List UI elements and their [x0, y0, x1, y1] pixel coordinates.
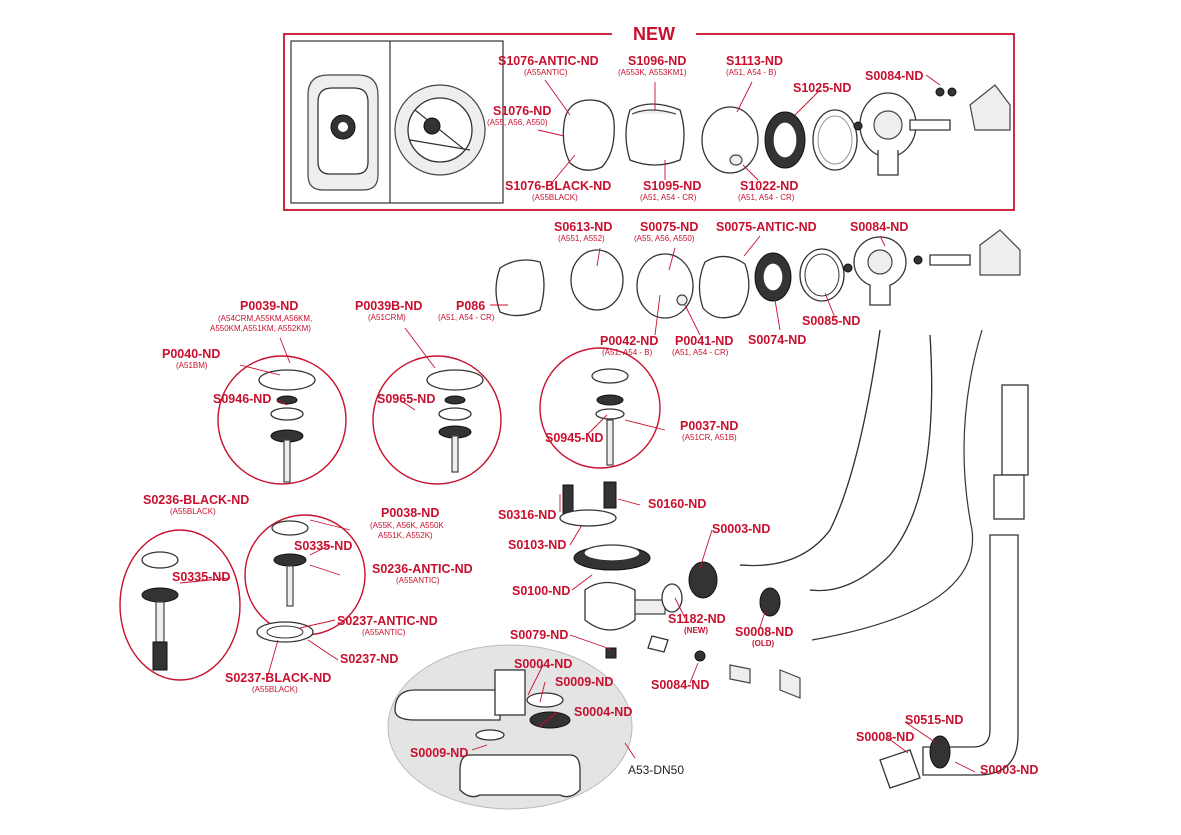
- label-s0946: S0946-ND: [213, 392, 271, 406]
- label-p0042: P0042-ND: [600, 334, 658, 348]
- label-s0160: S0160-ND: [648, 497, 706, 511]
- label-s0236-black: S0236-BLACK-ND: [143, 493, 249, 507]
- label-s0008-mid: S0008-ND: [735, 625, 793, 639]
- label-p086-sub: (A51, A54 - CR): [438, 313, 495, 322]
- label-s1113: S1113-ND: [726, 54, 783, 68]
- plug-assemblies: [141, 368, 629, 671]
- label-s0004-a: S0004-ND: [514, 657, 572, 671]
- label-s0074: S0074-ND: [748, 333, 806, 347]
- label-s0075: S0075-ND: [640, 220, 698, 234]
- label-p0039-sub1: (A54CRM,A55KM,A56KM,: [218, 314, 312, 323]
- label-s0335-a: S0335-ND: [294, 539, 352, 553]
- hoses: [739, 329, 1029, 789]
- label-s0237: S0237-ND: [340, 652, 398, 666]
- label-p0039b-sub: (A51CRM): [368, 313, 406, 322]
- label-p0038: P0038-ND: [381, 506, 439, 520]
- new-title: NEW: [633, 24, 675, 44]
- label-s0236-black-sub: (A55BLACK): [170, 507, 216, 516]
- label-s0079: S0079-ND: [510, 628, 568, 642]
- label-s0008-low: S0008-ND: [856, 730, 914, 744]
- label-s0084-mid: S0084-ND: [850, 220, 908, 234]
- label-s0335-b: S0335-ND: [172, 570, 230, 584]
- label-s1076-antic: S1076-ANTIC-ND: [498, 54, 599, 68]
- assembly-circles: [119, 347, 661, 681]
- label-p0040-sub: (A51BM): [176, 361, 208, 370]
- label-s0084-top: S0084-ND: [865, 69, 923, 83]
- label-s1022: S1022-ND: [740, 179, 798, 193]
- label-s0316: S0316-ND: [498, 508, 556, 522]
- square-knob-detail: [307, 74, 379, 191]
- label-s0100: S0100-ND: [512, 584, 570, 598]
- label-a53: A53-DN50: [628, 763, 684, 777]
- label-s0965: S0965-ND: [377, 392, 435, 406]
- label-p0039-sub2: A550KM,A551KM, A552KM): [210, 324, 311, 333]
- label-s1182-sub: (NEW): [684, 626, 708, 635]
- label-s1076-antic-sub: (A55ANTIC): [524, 68, 568, 77]
- new-row-parts: [562, 84, 1011, 176]
- label-s0237-antic: S0237-ANTIC-ND: [337, 614, 438, 628]
- round-knob-detail: [394, 84, 486, 176]
- label-s1076-black: S1076-BLACK-ND: [505, 179, 611, 193]
- label-p0038-sub1: (A55K, A56K, A550K: [370, 521, 444, 530]
- label-s0009-a: S0009-ND: [555, 675, 613, 689]
- label-s1096: S1096-ND: [628, 54, 686, 68]
- label-s1096-sub: (A553K, A553KM1): [618, 68, 687, 77]
- label-s1076-sub: (A55, A56, A550): [487, 118, 548, 127]
- label-s0236-antic-sub: (A55ANTIC): [396, 576, 440, 585]
- label-s0075-antic: S0075-ANTIC-ND: [716, 220, 817, 234]
- label-p0042-sub: (A51, A54 - B): [602, 348, 653, 357]
- label-s1022-sub: (A51, A54 - CR): [738, 193, 795, 202]
- label-s1095-sub: (A51, A54 - CR): [640, 193, 697, 202]
- label-p086: P086: [456, 299, 485, 313]
- label-s0613-sub: (A551, A552): [558, 234, 605, 243]
- label-s1076-black-sub: (A55BLACK): [532, 193, 578, 202]
- label-s0009-b: S0009-ND: [410, 746, 468, 760]
- label-p0041: P0041-ND: [675, 334, 733, 348]
- label-s0008-mid-sub: (OLD): [752, 639, 775, 648]
- a53-siphon: [387, 644, 633, 810]
- label-s1182: S1182-ND: [668, 612, 726, 626]
- label-p0041-sub: (A51, A54 - CR): [672, 348, 729, 357]
- label-p0039: P0039-ND: [240, 299, 298, 313]
- label-p0037: P0037-ND: [680, 419, 738, 433]
- drain-body-parts: [559, 481, 801, 699]
- label-s0075-sub: (A55, A56, A550): [634, 234, 695, 243]
- label-s1113-sub: (A51, A54 - B): [726, 68, 777, 77]
- label-s0237-black: S0237-BLACK-ND: [225, 671, 331, 685]
- label-s0236-antic: S0236-ANTIC-ND: [372, 562, 473, 576]
- part-labels: S1076-ANTIC-ND (A55ANTIC) S1096-ND (A553…: [143, 54, 1038, 777]
- label-s0237-black-sub: (A55BLACK): [252, 685, 298, 694]
- label-s1095: S1095-ND: [643, 179, 701, 193]
- label-p0038-sub2: A551K, A552K): [378, 531, 433, 540]
- label-s1025: S1025-ND: [793, 81, 851, 95]
- leader-lines: [179, 74, 976, 773]
- label-s0515: S0515-ND: [905, 713, 963, 727]
- label-s0004-b: S0004-ND: [574, 705, 632, 719]
- label-s0237-antic-sub: (A55ANTIC): [362, 628, 406, 637]
- label-s1076: S1076-ND: [493, 104, 551, 118]
- second-row-parts: [495, 229, 1021, 319]
- label-p0037-sub: (A51CR, A51B): [682, 433, 737, 442]
- label-s0084-low: S0084-ND: [651, 678, 709, 692]
- new-parts-panel: NEW: [283, 24, 1015, 211]
- label-s0613: S0613-ND: [554, 220, 612, 234]
- label-p0039b: P0039B-ND: [355, 299, 422, 313]
- label-p0040: P0040-ND: [162, 347, 220, 361]
- label-s0003-mid: S0003-ND: [712, 522, 770, 536]
- label-s0003-low: S0003-ND: [980, 763, 1038, 777]
- label-s0945: S0945-ND: [545, 431, 603, 445]
- label-s0085: S0085-ND: [802, 314, 860, 328]
- label-s0103: S0103-ND: [508, 538, 566, 552]
